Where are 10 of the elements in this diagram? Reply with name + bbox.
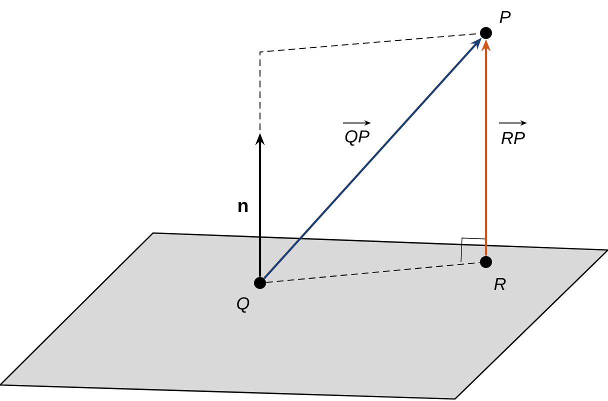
edge-label: n xyxy=(238,202,248,212)
point-label: P xyxy=(500,11,511,23)
point-label: R xyxy=(494,278,506,290)
edge-label: QP xyxy=(345,130,370,146)
dashed-line xyxy=(266,262,480,283)
point-dot xyxy=(480,256,492,268)
edge-label: RP xyxy=(502,132,525,144)
point-dot xyxy=(480,27,492,39)
point-label: Q xyxy=(237,297,250,313)
point-dot xyxy=(254,277,266,289)
